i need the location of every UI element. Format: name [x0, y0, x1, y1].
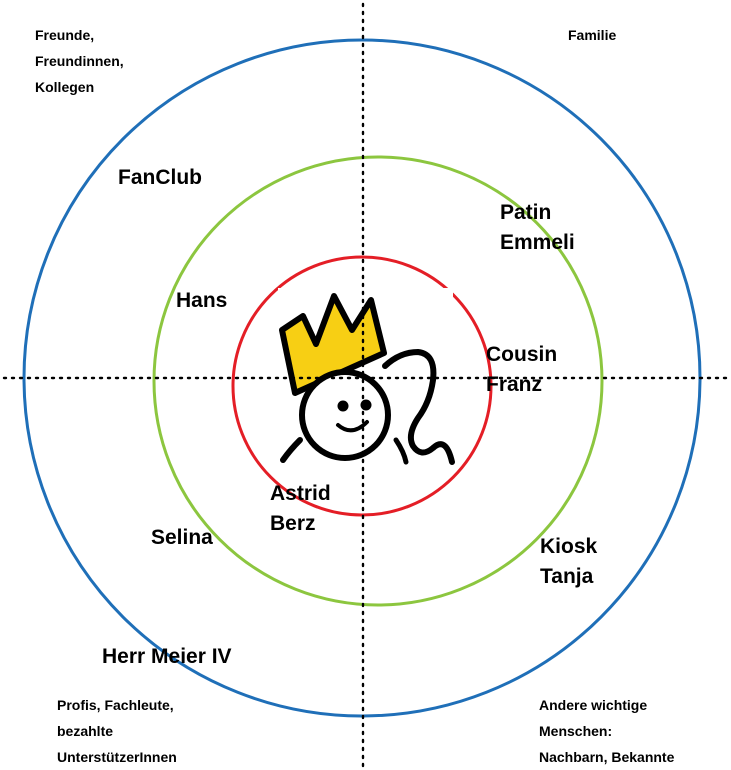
quadrant-label-friends: Freunde, Freundinnen, Kollegen — [35, 22, 124, 100]
person-label-herr-meier: Herr Meier IV — [102, 642, 232, 672]
person-label-patin-emmeli: Patin Emmeli — [500, 198, 575, 258]
person-label-hans: Hans — [176, 286, 227, 316]
quadrant-label-others: Andere wichtige Menschen: Nachbarn, Beka… — [539, 692, 674, 770]
quadrant-label-professionals: Profis, Fachleute, bezahlte Unterstützer… — [57, 692, 177, 770]
quadrant-label-family: Familie — [568, 22, 616, 48]
person-label-astrid-berz: Astrid Berz — [270, 479, 331, 539]
person-label-cousin-franz: Cousin Franz — [486, 340, 557, 400]
person-label-selina: Selina — [151, 523, 213, 553]
person-label-kiosk-tanja: Kiosk Tanja — [540, 532, 597, 592]
person-label-fanclub: FanClub — [118, 163, 202, 193]
